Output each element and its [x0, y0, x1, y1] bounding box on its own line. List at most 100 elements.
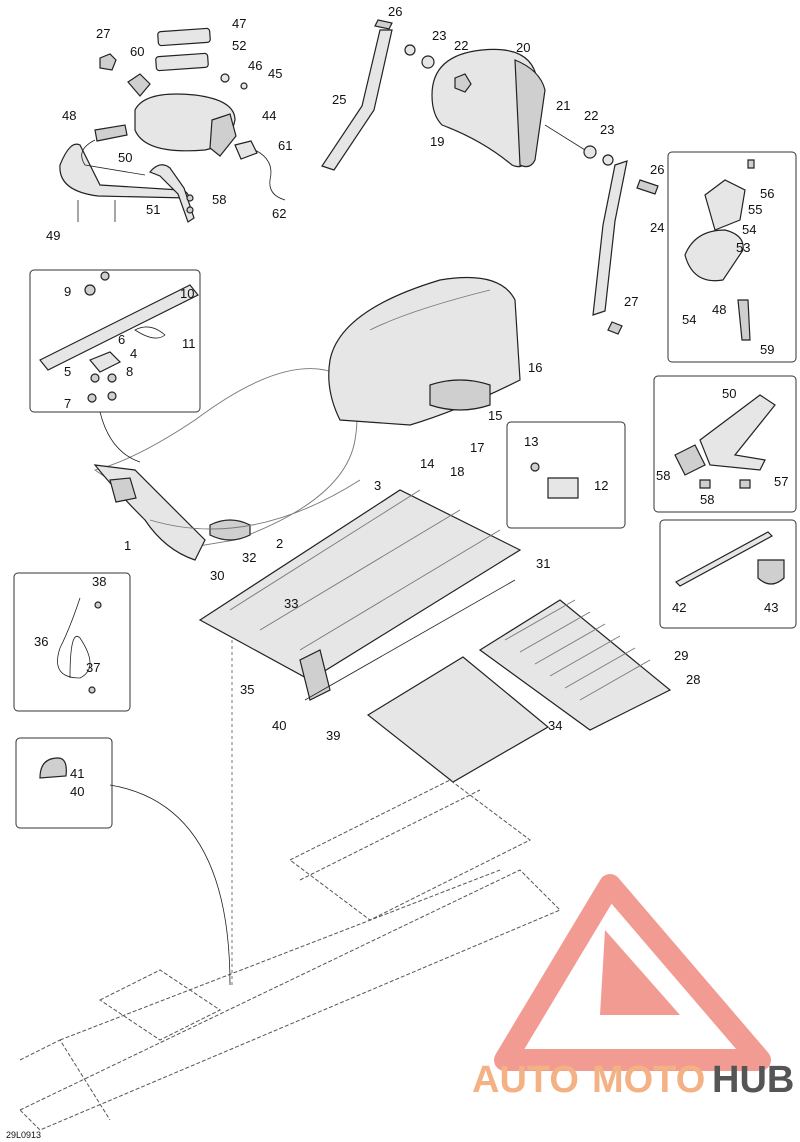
- callout-30: 30: [210, 568, 224, 583]
- hinge-detail: [530, 462, 579, 499]
- callout-57: 57: [774, 474, 788, 489]
- callout-21: 21: [556, 98, 570, 113]
- callout-6: 6: [118, 332, 125, 347]
- detail-box-cap: [15, 737, 113, 829]
- callout-26b: 26: [650, 162, 664, 177]
- callout-2: 2: [276, 536, 283, 551]
- detail-box-handle: [667, 151, 797, 363]
- chassis: [19, 779, 561, 1131]
- end-cap: [757, 559, 785, 585]
- callout-55: 55: [748, 202, 762, 217]
- callout-54a: 54: [742, 222, 756, 237]
- callout-44: 44: [262, 108, 276, 123]
- callout-24: 24: [650, 220, 664, 235]
- callout-23a: 23: [432, 28, 446, 43]
- detail-box-cable: [13, 572, 131, 712]
- callout-51: 51: [146, 202, 160, 217]
- callout-39: 39: [326, 728, 340, 743]
- callout-19: 19: [430, 134, 444, 149]
- callout-18: 18: [450, 464, 464, 479]
- callout-35: 35: [240, 682, 254, 697]
- callout-15: 15: [488, 408, 502, 423]
- seat: [93, 368, 361, 561]
- handle-detail: [684, 159, 755, 341]
- callout-58b: 58: [656, 468, 670, 483]
- callout-40b: 40: [70, 784, 84, 799]
- leader-cap: [109, 784, 231, 986]
- callout-60: 60: [130, 44, 144, 59]
- logo-inner: [600, 930, 680, 1015]
- callout-14: 14: [420, 456, 434, 471]
- rear-storage: [328, 276, 521, 426]
- callout-48b: 48: [712, 302, 726, 317]
- callout-40a: 40: [272, 718, 286, 733]
- callout-41: 41: [70, 766, 84, 781]
- callout-1: 1: [124, 538, 131, 553]
- callout-61: 61: [278, 138, 292, 153]
- cap: [39, 757, 67, 779]
- callout-3: 3: [374, 478, 381, 493]
- callout-29: 29: [674, 648, 688, 663]
- callout-56: 56: [760, 186, 774, 201]
- callout-27a: 27: [96, 26, 110, 41]
- detail-box-hinge: [506, 421, 626, 529]
- callouts: 47 27 60 52 46 45 44 48 61 50 58 51 62 4…: [34, 4, 788, 799]
- callout-25: 25: [332, 92, 346, 107]
- callout-9: 9: [64, 284, 71, 299]
- callout-22b: 22: [584, 108, 598, 123]
- cable-detail: [57, 597, 102, 694]
- callout-50b: 50: [722, 386, 736, 401]
- callout-46: 46: [248, 58, 262, 73]
- callout-43: 43: [764, 600, 778, 615]
- callout-34: 34: [548, 718, 562, 733]
- automotohub-logo: [494, 874, 771, 1071]
- callout-45: 45: [268, 66, 282, 81]
- callout-8: 8: [126, 364, 133, 379]
- callout-13: 13: [524, 434, 538, 449]
- callout-37: 37: [86, 660, 100, 675]
- pad: [366, 656, 550, 783]
- callout-11: 11: [182, 336, 196, 351]
- leader-latch: [99, 411, 141, 463]
- callout-27b: 27: [624, 294, 638, 309]
- callout-54b: 54: [682, 312, 696, 327]
- callout-38: 38: [92, 574, 106, 589]
- callout-20: 20: [516, 40, 530, 55]
- callout-23b: 23: [600, 122, 614, 137]
- logo-text-auto: AUTO: [472, 1059, 579, 1101]
- callout-26a: 26: [388, 4, 402, 19]
- callout-32: 32: [242, 550, 256, 565]
- callout-52: 52: [232, 38, 246, 53]
- tray: [478, 599, 672, 731]
- callout-50a: 50: [118, 150, 132, 165]
- callout-5: 5: [64, 364, 71, 379]
- callout-10: 10: [180, 286, 194, 301]
- callout-42: 42: [672, 600, 686, 615]
- rack-frame: [198, 489, 522, 701]
- callout-47: 47: [232, 16, 246, 31]
- callout-59: 59: [760, 342, 774, 357]
- callout-33: 33: [284, 596, 298, 611]
- callout-12: 12: [594, 478, 608, 493]
- latch-detail: [39, 271, 199, 403]
- callout-7: 7: [64, 396, 71, 411]
- callout-53: 53: [736, 240, 750, 255]
- callout-17: 17: [470, 440, 484, 455]
- strip: [675, 531, 773, 587]
- detail-box-strip: [659, 519, 797, 629]
- callout-31: 31: [536, 556, 550, 571]
- callout-58c: 58: [700, 492, 714, 507]
- callout-49: 49: [46, 228, 60, 243]
- handle-assembly: [59, 27, 286, 223]
- callout-28: 28: [686, 672, 700, 687]
- callout-48a: 48: [62, 108, 76, 123]
- callout-62: 62: [272, 206, 286, 221]
- detail-box-side: [653, 375, 797, 513]
- backrest-assembly: [321, 19, 659, 335]
- callout-58a: 58: [212, 192, 226, 207]
- logo-triangle: [494, 874, 771, 1071]
- callout-4: 4: [130, 346, 137, 361]
- callout-22a: 22: [454, 38, 468, 53]
- logo-text-moto: MOTO: [592, 1059, 705, 1101]
